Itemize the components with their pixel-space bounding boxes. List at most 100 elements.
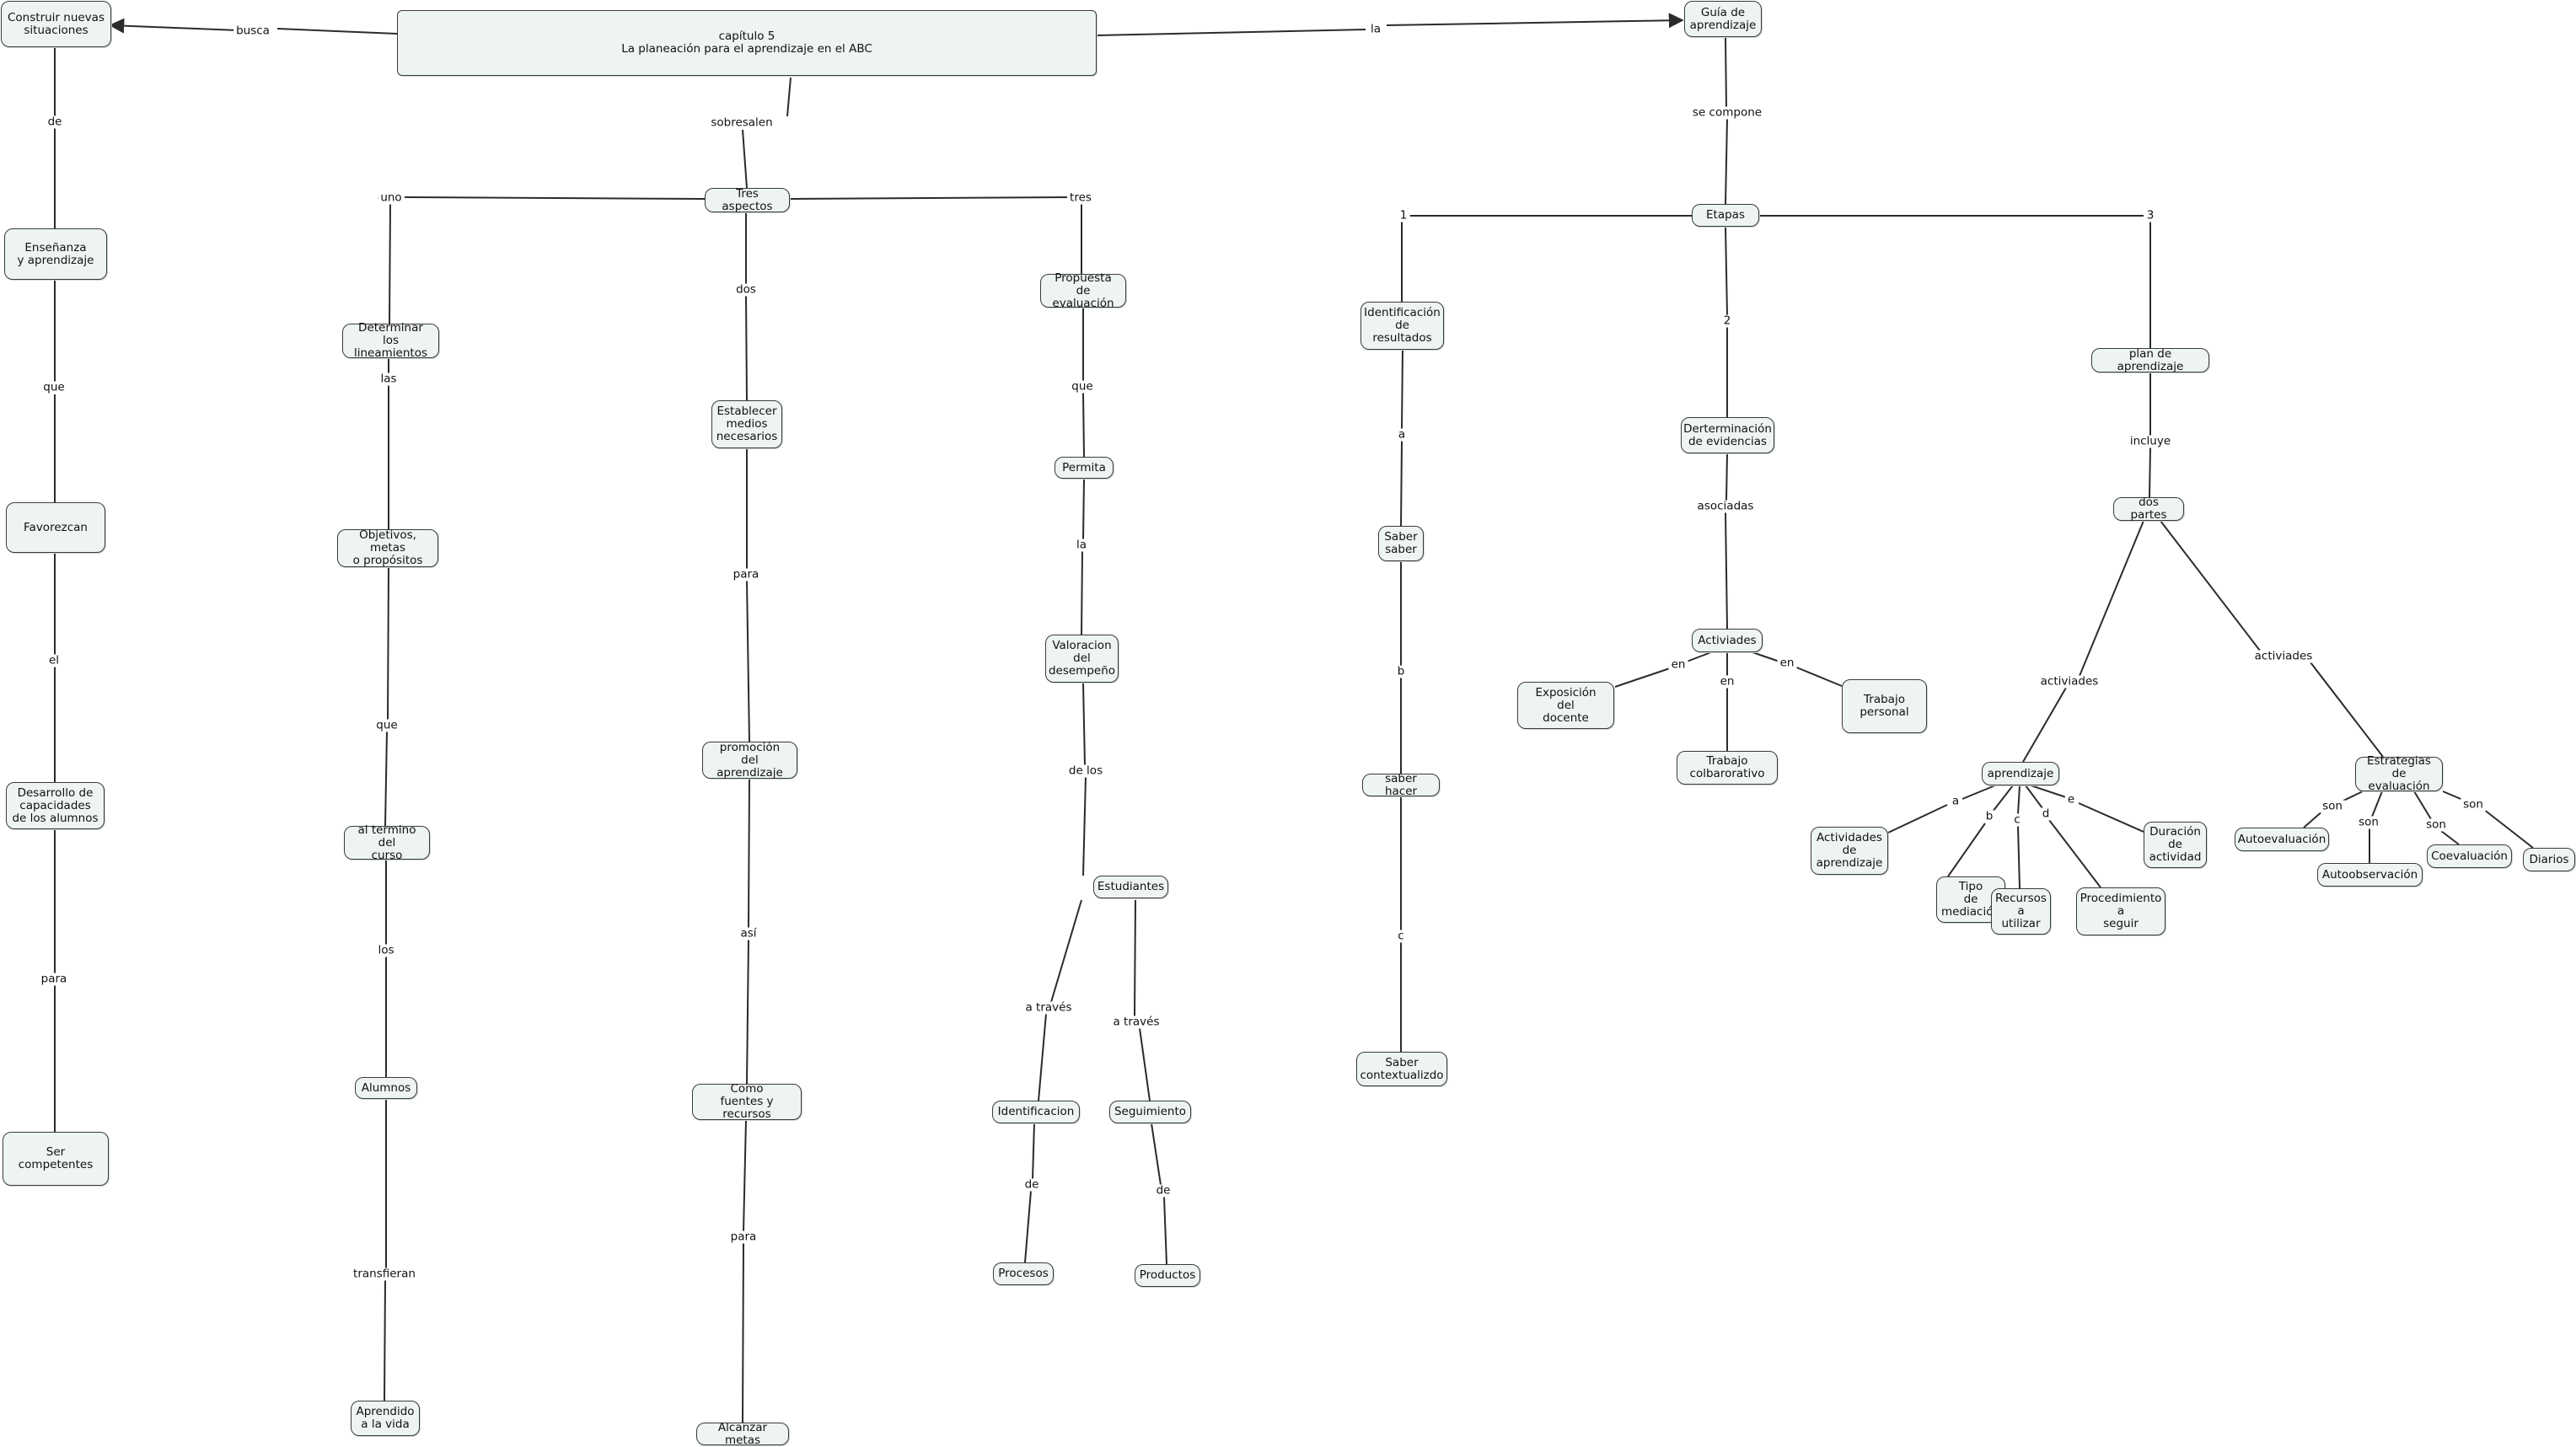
node-autoobservacion[interactable]: Autoobservación [2317, 863, 2423, 887]
node-productos[interactable]: Productos [1135, 1264, 1200, 1287]
link-label: son [2320, 800, 2345, 813]
node-ensenanza[interactable]: Enseñanza y aprendizaje [4, 228, 107, 280]
connector-line [743, 1119, 747, 1232]
node-determinar[interactable]: Determinar los lineamientos [342, 322, 439, 360]
node-favorezcan[interactable]: Favorezcan [6, 502, 105, 553]
node-ser[interactable]: Ser competentes [3, 1132, 109, 1186]
connector-line [1139, 1027, 1151, 1101]
node-saber[interactable]: Saber saber [1378, 526, 1424, 561]
connector-line [2078, 802, 2144, 833]
node-termino[interactable]: al termino del curso [344, 823, 430, 861]
node-alcanzar[interactable]: Alcanzar metas [696, 1421, 789, 1446]
node-plan[interactable]: plan de aprendizaje [2091, 347, 2209, 372]
connector-line [389, 202, 391, 324]
link-label: los [375, 944, 397, 957]
node-seguimiento[interactable]: Seguimiento [1109, 1101, 1191, 1123]
link-label: tres [1067, 191, 1094, 205]
connector-line [2371, 790, 2383, 817]
connector-line [2341, 790, 2364, 802]
node-procedimiento[interactable]: Procedimiento a seguir [2076, 887, 2165, 935]
link-label: c [1395, 930, 1407, 943]
node-permita[interactable]: Permita [1055, 457, 1114, 479]
link-label: a [1949, 795, 1962, 808]
node-aprendido[interactable]: Aprendido a la vida [351, 1401, 420, 1436]
connector-line [1962, 785, 1996, 800]
node-establecer[interactable]: Establecer medios necesarios [711, 400, 782, 448]
link-label: son [2423, 818, 2449, 832]
node-desarrollo[interactable]: Desarrollo de capacidades de los alumnos [6, 782, 105, 829]
link-label: para [38, 973, 70, 986]
link-label: asociadas [1694, 500, 1757, 513]
connector-line [384, 1279, 386, 1401]
node-procesos[interactable]: Procesos [993, 1262, 1054, 1285]
link-label: para [730, 568, 762, 581]
connector-line [2149, 447, 2151, 498]
node-diarios[interactable]: Diarios [2523, 848, 2575, 871]
node-como[interactable]: Como fuentes y recursos [692, 1083, 802, 1121]
connector-line [1794, 666, 1843, 687]
link-label: b [1983, 810, 1996, 823]
node-trabajocol[interactable]: Trabajo colbarorativo [1677, 751, 1778, 785]
connector-line [1151, 1123, 1162, 1186]
node-valoracion[interactable]: Valoracion del desempeño [1045, 635, 1119, 683]
node-duracion[interactable]: Duración de actividad [2144, 822, 2207, 868]
node-coevaluacion[interactable]: Coevaluación [2427, 844, 2512, 868]
connector-line [746, 580, 750, 742]
node-estudiantes[interactable]: Estudiantes [1093, 876, 1168, 898]
connector-line [2030, 785, 2067, 798]
node-sabercont[interactable]: Saber contextualizdo [1356, 1052, 1447, 1086]
node-exposicion[interactable]: Exposición del docente [1517, 682, 1614, 729]
connector-line [1400, 440, 1403, 527]
connector-line [2413, 790, 2432, 820]
node-aprendizaje[interactable]: aprendizaje [1982, 762, 2059, 785]
link-label: a [1395, 428, 1409, 442]
link-label: uno [378, 191, 405, 205]
connector-line [2160, 520, 2261, 651]
node-estrategias[interactable]: Estrategias de evaluación [2355, 755, 2443, 793]
node-root[interactable]: capítulo 5 La planeación para el aprendi… [397, 10, 1097, 76]
node-tres[interactable]: Tres aspectos [705, 187, 790, 212]
connector-line [2017, 825, 2021, 889]
link-label: a través [1110, 1016, 1162, 1029]
connector-line [742, 129, 748, 189]
node-dospartes[interactable]: dos partes [2113, 496, 2184, 522]
connector-line [404, 196, 706, 200]
connector-line [1032, 1123, 1035, 1180]
node-alumnos[interactable]: Alumnos [355, 1077, 417, 1099]
node-identificacion[interactable]: Identificacion [992, 1101, 1080, 1123]
connector-line [1024, 1190, 1032, 1263]
node-objetivos[interactable]: Objetivos, metas o propósitos [337, 529, 438, 567]
connector-line [1082, 392, 1085, 458]
node-saberhacer[interactable]: saber hacer [1362, 772, 1440, 797]
connector-line [1725, 226, 1728, 316]
link-label: e [2064, 793, 2078, 807]
node-propuesta[interactable]: Propuesta de evaluación [1040, 271, 1126, 309]
link-label: para [727, 1230, 759, 1244]
connector-line [1081, 550, 1083, 635]
arrow-connector [1386, 13, 1684, 29]
node-trabajopers[interactable]: Trabajo personal [1842, 679, 1927, 733]
node-construir[interactable]: Construir nuevas situaciones [1, 1, 111, 47]
link-label: que [1069, 380, 1096, 394]
connector-line [1725, 118, 1728, 205]
node-autoevaluacion[interactable]: Autoevaluación [2235, 828, 2329, 851]
link-label: 2 [1720, 314, 1734, 328]
node-promocion[interactable]: promoción del aprendizaje [702, 741, 797, 779]
connector-line [2017, 785, 2021, 815]
connector-line [1992, 785, 2014, 812]
node-identres[interactable]: Identificación de resultados [1360, 302, 1444, 350]
link-label: en [1668, 658, 1688, 672]
connector-line [1082, 478, 1085, 540]
node-determinacion[interactable]: Derterminación de evidencias [1681, 417, 1774, 453]
node-recursos[interactable]: Recursos a utilizar [1991, 888, 2051, 935]
connector-line [1050, 899, 1082, 1003]
link-label: transfieran [351, 1267, 418, 1281]
connector-line [786, 77, 792, 117]
node-guia[interactable]: Guía de aprendizaje [1684, 1, 1762, 37]
node-actividades[interactable]: Activiades [1692, 629, 1763, 652]
node-etapas[interactable]: Etapas [1692, 204, 1759, 227]
connector-line [387, 566, 389, 721]
node-actapr[interactable]: Actividades de aprendizaje [1811, 827, 1888, 875]
link-label: d [2039, 807, 2053, 821]
